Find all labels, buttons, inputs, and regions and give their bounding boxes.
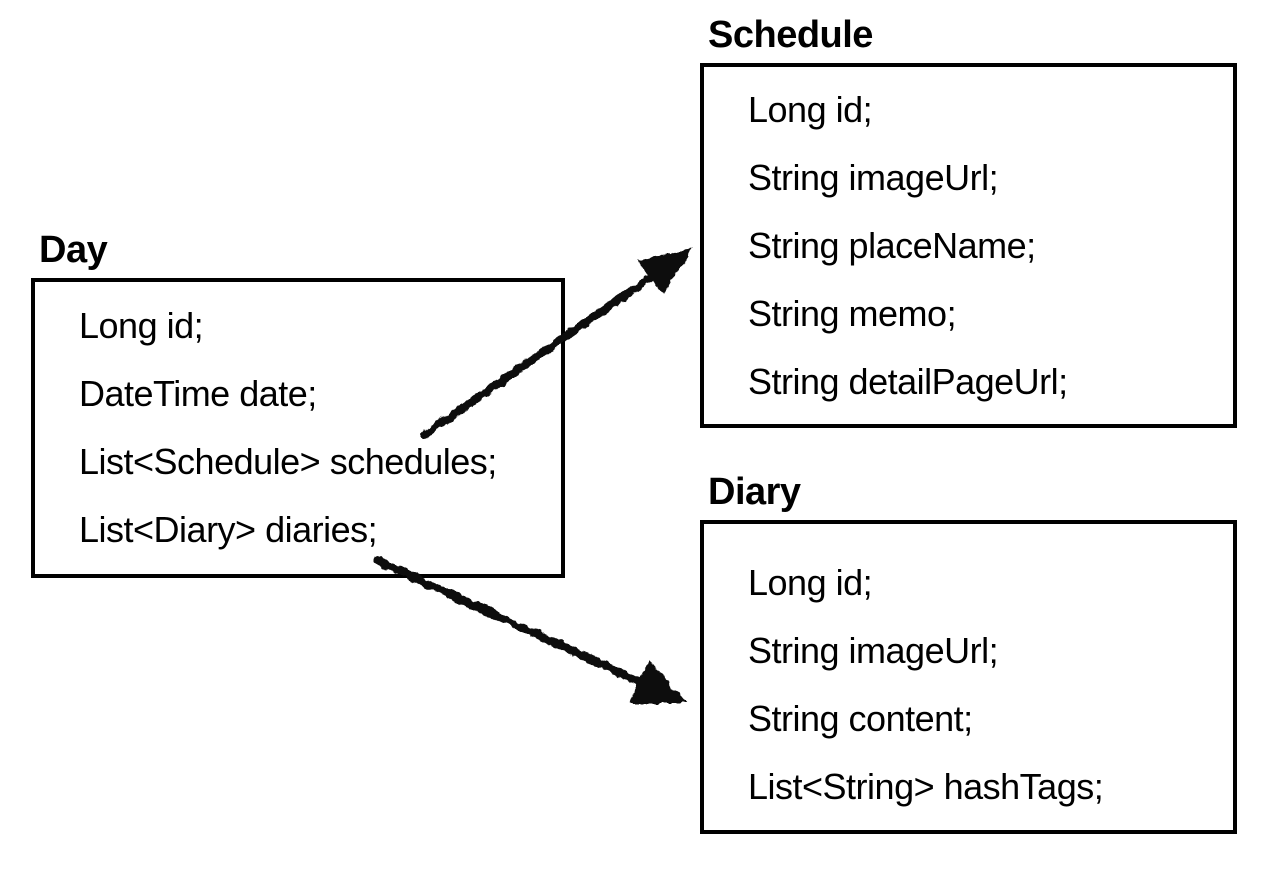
entity-day-fields: Long id; DateTime date; List<Schedule> s… [35,282,561,564]
entity-schedule-fields: Long id; String imageUrl; String placeNa… [704,67,1233,416]
field-diary-hashtags: List<String> hashTags; [748,766,1104,807]
field-schedule-placename: String placeName; [748,225,1036,266]
field-day-date: DateTime date; [79,373,317,414]
entity-schedule-title: Schedule [708,14,873,56]
field-schedule-imageurl: String imageUrl; [748,157,999,198]
field-day-diaries: List<Diary> diaries; [79,509,378,550]
entity-diary: Diary Long id; String imageUrl; String c… [700,471,1237,834]
entity-diary-fields: Long id; String imageUrl; String content… [704,524,1233,821]
field-diary-content: String content; [748,698,973,739]
entity-diary-title: Diary [708,471,801,513]
field-schedule-memo: String memo; [748,293,957,334]
field-schedule-detailpageurl: String detailPageUrl; [748,361,1068,402]
field-diary-id: Long id; [748,562,873,603]
field-schedule-id: Long id; [748,89,873,130]
entity-day: Day Long id; DateTime date; List<Schedul… [31,229,565,578]
entity-schedule: Schedule Long id; String imageUrl; Strin… [700,14,1237,428]
arrow-day-to-diary [373,556,687,703]
entity-day-title: Day [39,229,108,271]
field-day-schedules: List<Schedule> schedules; [79,441,497,482]
field-day-id: Long id; [79,305,204,346]
field-diary-imageurl: String imageUrl; [748,630,999,671]
